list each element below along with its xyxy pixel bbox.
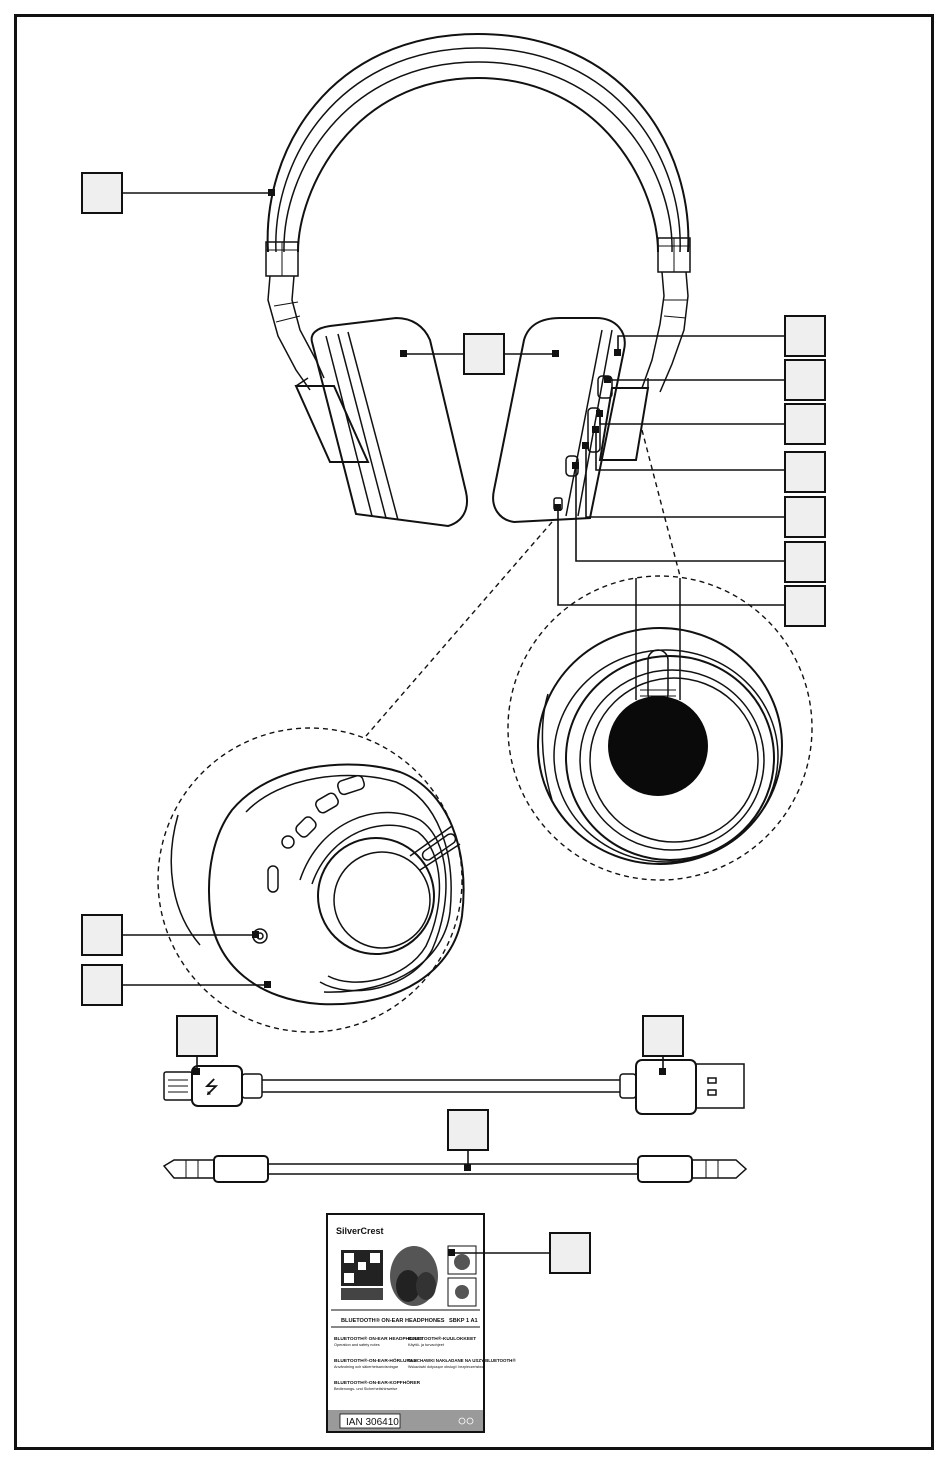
label-box-r1 bbox=[784, 315, 826, 357]
page-border bbox=[14, 14, 934, 1450]
speaker-cushion-icon bbox=[608, 696, 708, 796]
detail-circle-side bbox=[157, 521, 553, 1033]
side-labels bbox=[81, 914, 271, 1006]
left-slider bbox=[265, 241, 325, 391]
lang-right-0-sub: Käyttö- ja turvaohjeet bbox=[408, 1343, 445, 1347]
right-ear-cup bbox=[492, 317, 650, 524]
manual-model: SBKP 1 A1 bbox=[449, 1318, 478, 1324]
left-ear-cup bbox=[294, 316, 468, 528]
lang-left-2-sub: Bedienungs- und Sicherheitshinweise bbox=[334, 1387, 397, 1391]
manual-product-line: BLUETOOTH® ON-EAR HEADPHONES bbox=[341, 1317, 445, 1324]
label-box-r7 bbox=[784, 585, 826, 627]
usb-symbol-icon: ⭍ bbox=[204, 1077, 219, 1097]
label-box-earcups bbox=[463, 333, 505, 375]
lang-right-0-title: BLUETOOTH®-KUULOKKEET bbox=[408, 1335, 476, 1342]
lang-left-2-title: BLUETOOTH®-ON-EAR-KOPFHÖRER bbox=[334, 1379, 421, 1386]
lang-left-1-sub: Användning och säkerhetsanvisningar bbox=[334, 1365, 399, 1369]
volume-buttons-icon bbox=[587, 407, 601, 453]
label-box-r6 bbox=[784, 541, 826, 583]
lang-right-1-sub: Wskazówki dotyczące obsługi i bezpieczeń… bbox=[408, 1365, 484, 1369]
manual-ian: IAN 306410 bbox=[346, 1417, 399, 1428]
label-box-r5 bbox=[784, 496, 826, 538]
label-box-r4 bbox=[784, 451, 826, 493]
label-box-microusb bbox=[176, 1015, 218, 1057]
lang-left-0-title: BLUETOOTH® ON-EAR HEADPHONES bbox=[334, 1335, 424, 1342]
lang-left-0-sub: Operation and safety notes bbox=[334, 1343, 380, 1347]
label-box-usba bbox=[642, 1015, 684, 1057]
top-labels bbox=[81, 172, 826, 627]
lang-left-1-title: BLUETOOTH®-ON-EAR-HÖRLURAR bbox=[334, 1357, 417, 1364]
label-box-headband bbox=[81, 172, 123, 214]
manual-brand: SilverCrest bbox=[336, 1226, 384, 1236]
detail-circle-front bbox=[507, 429, 813, 881]
label-box-mic bbox=[81, 964, 123, 1006]
label-box-audio bbox=[447, 1109, 489, 1151]
label-box-r2 bbox=[784, 359, 826, 401]
usb-cable: ⭍ bbox=[163, 1015, 745, 1115]
right-slider bbox=[641, 237, 691, 393]
label-box-jack bbox=[81, 914, 123, 956]
audio-cable bbox=[162, 1109, 748, 1183]
label-box-manual bbox=[549, 1232, 591, 1274]
lang-right-1-title: SŁUCHAWKI NAKŁADANE NA USZY BLUETOOTH® bbox=[408, 1358, 516, 1363]
headband bbox=[266, 32, 690, 253]
manual-booklet: SilverCrest BLUETOOTH® ON-EAR HEADPHONES… bbox=[326, 1213, 591, 1433]
label-box-r3 bbox=[784, 403, 826, 445]
